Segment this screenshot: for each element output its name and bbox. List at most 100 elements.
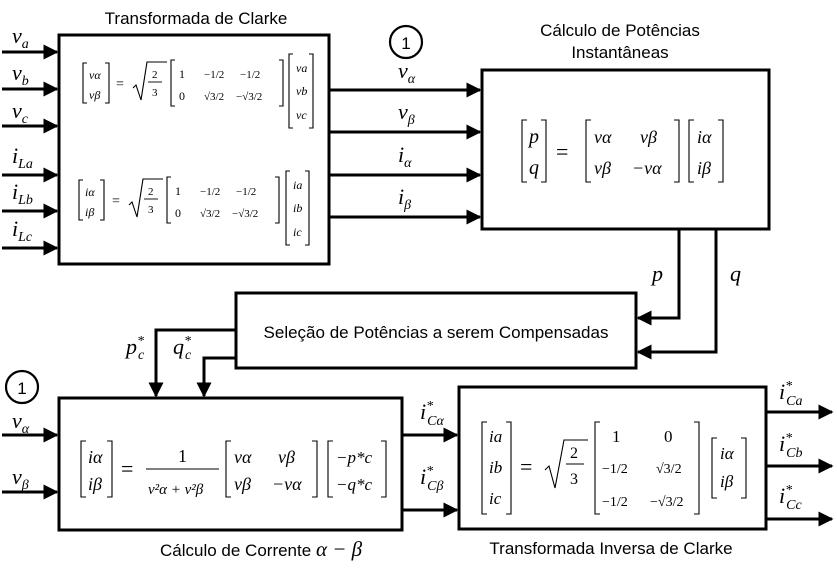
svg-text:ia: ia (489, 427, 502, 446)
svg-text:3: 3 (152, 87, 158, 99)
svg-text:1: 1 (401, 34, 410, 53)
signal-pc-ref: p*c (124, 334, 145, 363)
current-block (57, 396, 404, 532)
signal-iLa: iLa (12, 143, 33, 172)
svg-text:1: 1 (179, 67, 185, 81)
svg-text:ic: ic (293, 225, 302, 239)
svg-text:v²α + v²β: v²α + v²β (148, 482, 204, 498)
current-title: Cálculo de Corrente α − β (160, 537, 363, 561)
signal-icc-ref: i*Cc (779, 483, 802, 513)
svg-text:iα: iα (88, 447, 103, 467)
svg-text:p: p (527, 126, 539, 148)
inverse-title: Transformada Inversa de Clarke (489, 539, 732, 558)
equation-inverse: ia ib ic = 2 3 1 0 −1/2 √3/2 −1/2 −√3/2 … (481, 421, 747, 515)
svg-text:−vα: −vα (632, 158, 662, 178)
svg-text:vβ: vβ (89, 88, 100, 102)
final-output-labels: i*Ca i*Cb i*Cc (779, 379, 802, 513)
power-title-line2: Instantâneas (571, 43, 668, 62)
svg-text:0: 0 (664, 427, 673, 446)
svg-text:−p*c: −p*c (336, 448, 372, 467)
circle-marker-top: 1 (388, 24, 424, 60)
signal-icalpha-ref: i*Cα (420, 399, 444, 429)
svg-text:ia: ia (293, 178, 302, 192)
signal-ialpha: iα (398, 142, 412, 171)
svg-text:iβ: iβ (85, 205, 94, 219)
svg-text:vα: vα (89, 68, 101, 82)
svg-text:iα: iα (720, 444, 735, 463)
input-arrows (2, 44, 59, 256)
svg-text:−q*c: −q*c (336, 475, 372, 494)
svg-text:−1/2: −1/2 (204, 69, 224, 81)
svg-text:1: 1 (178, 446, 187, 466)
svg-text:iβ: iβ (720, 472, 734, 491)
svg-text:−1/2: −1/2 (602, 462, 628, 477)
svg-text:−√3/2: −√3/2 (232, 208, 258, 220)
svg-text:−1/2: −1/2 (236, 186, 256, 198)
svg-text:iα: iα (85, 185, 95, 199)
svg-text:0: 0 (175, 206, 181, 220)
clarke-title: Transformada de Clarke (105, 9, 288, 28)
svg-text:ib: ib (293, 201, 302, 215)
signal-ibeta: iβ (398, 184, 411, 213)
svg-text:=: = (556, 139, 568, 164)
power-block (480, 68, 771, 231)
current-output-labels: i*Cα i*Cβ (420, 399, 444, 494)
svg-text:=: = (520, 454, 532, 479)
svg-text:3: 3 (148, 204, 154, 216)
signal-vbeta: vβ (398, 99, 415, 128)
current-input-arrows (2, 427, 59, 500)
clarke-output-labels: vα vβ iα iβ (398, 58, 416, 213)
svg-text:−√3/2: −√3/2 (650, 495, 683, 510)
signal-vbeta-2: vβ (12, 464, 29, 493)
svg-text:ib: ib (489, 458, 502, 477)
signal-va: va (12, 23, 29, 52)
svg-text:vα: vα (234, 447, 252, 467)
final-output-arrows (766, 404, 834, 527)
svg-text:q: q (529, 157, 539, 179)
signal-vc: vc (12, 98, 29, 127)
svg-text:1: 1 (17, 379, 26, 398)
inverse-block (457, 385, 768, 531)
svg-text:1: 1 (612, 427, 621, 446)
clarke-block (57, 33, 331, 266)
svg-text:=: = (121, 456, 133, 481)
signal-qc-ref: q*c (173, 334, 192, 363)
svg-text:−1/2: −1/2 (240, 69, 260, 81)
svg-text:−vα: −vα (272, 474, 302, 494)
svg-text:−1/2: −1/2 (602, 495, 628, 510)
svg-text:vβ: vβ (234, 474, 251, 494)
signal-valpha: vα (398, 58, 416, 87)
signal-iLc: iLc (12, 216, 33, 245)
power-title-line1: Cálculo de Potências (540, 21, 700, 40)
signal-icbeta-ref: i*Cβ (420, 464, 443, 494)
svg-text:2: 2 (152, 69, 158, 81)
svg-text:0: 0 (179, 89, 185, 103)
svg-text:vβ: vβ (640, 127, 657, 147)
svg-text:iβ: iβ (88, 474, 102, 494)
svg-text:√3/2: √3/2 (204, 91, 224, 103)
signal-icb-ref: i*Cb (779, 431, 802, 461)
svg-text:iα: iα (697, 127, 712, 147)
svg-text:va: va (296, 61, 307, 75)
signal-ica-ref: i*Ca (779, 379, 802, 409)
equation-current: iα iβ = 1 v²α + v²β vα vβ vβ −vα −p*c −q… (80, 440, 387, 498)
svg-text:=: = (112, 194, 120, 209)
svg-text:−√3/2: −√3/2 (236, 91, 262, 103)
signal-p: p (650, 261, 663, 286)
current-input-labels: vα vβ (12, 408, 30, 493)
signal-q: q (730, 261, 741, 286)
selection-title: Seleção de Potências a serem Compensadas (264, 323, 609, 342)
signal-vb: vb (12, 60, 29, 89)
svg-text:vc: vc (296, 108, 307, 122)
svg-text:√3/2: √3/2 (656, 462, 682, 477)
ref-arrows (148, 328, 236, 398)
svg-text:−1/2: −1/2 (200, 186, 220, 198)
svg-text:1: 1 (175, 184, 181, 198)
svg-text:vβ: vβ (278, 447, 295, 467)
svg-text:3: 3 (570, 471, 578, 488)
pq-arrows (636, 229, 718, 360)
svg-text:vb: vb (296, 84, 307, 98)
circle-marker-bottom: 1 (4, 369, 40, 405)
clarke-output-arrows (329, 82, 482, 225)
